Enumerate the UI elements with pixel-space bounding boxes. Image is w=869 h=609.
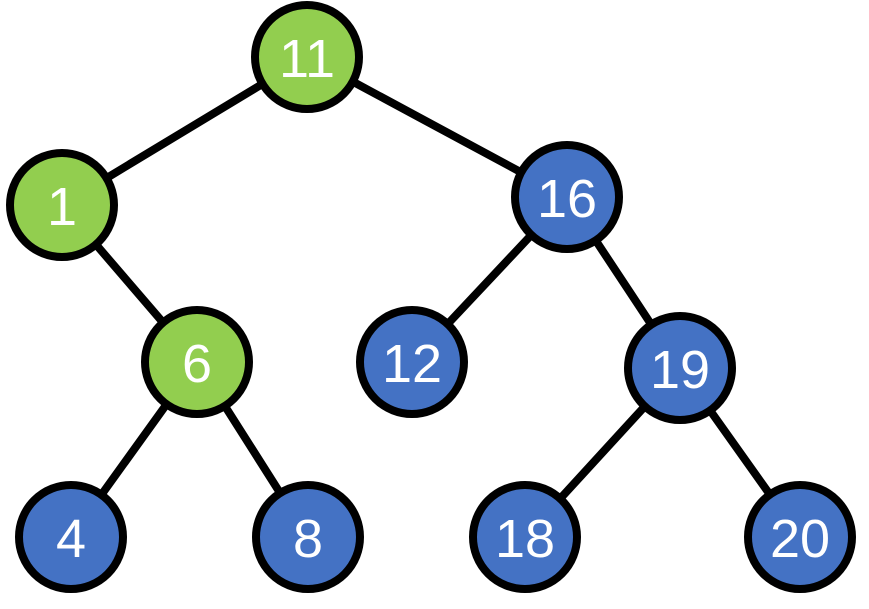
tree-node[interactable]: 12 xyxy=(356,306,468,418)
node-circle[interactable] xyxy=(6,149,118,261)
node-label: 11 xyxy=(279,29,335,89)
node-label: 6 xyxy=(182,334,212,394)
tree-node[interactable]: 1 xyxy=(6,149,118,261)
node-circle[interactable] xyxy=(511,141,623,253)
node-label: 20 xyxy=(770,509,830,569)
node-label: 1 xyxy=(47,177,77,237)
tree-node[interactable]: 16 xyxy=(511,141,623,253)
tree-node[interactable]: 18 xyxy=(469,481,581,593)
node-circle[interactable] xyxy=(251,1,363,113)
tree-node[interactable]: 6 xyxy=(141,306,253,418)
node-label: 16 xyxy=(537,169,597,229)
node-circle[interactable] xyxy=(624,312,736,424)
tree-edge xyxy=(590,234,657,331)
node-circle[interactable] xyxy=(141,306,253,418)
tree-edge xyxy=(704,404,776,501)
node-label: 19 xyxy=(650,340,710,400)
tree-edges-group xyxy=(90,76,776,505)
tree-edge xyxy=(100,78,269,184)
node-label: 8 xyxy=(293,509,323,569)
node-circle[interactable] xyxy=(15,481,127,593)
node-circle[interactable] xyxy=(252,481,364,593)
tree-edge xyxy=(90,238,169,329)
tree-edge xyxy=(347,76,527,178)
tree-node[interactable]: 11 xyxy=(251,1,363,113)
tree-edge xyxy=(442,229,537,330)
node-label: 4 xyxy=(56,509,86,569)
node-circle[interactable] xyxy=(469,481,581,593)
tree-edge xyxy=(219,400,286,499)
tree-edge xyxy=(554,400,651,505)
tree-edge xyxy=(96,398,172,501)
node-label: 12 xyxy=(382,334,442,394)
tree-node[interactable]: 19 xyxy=(624,312,736,424)
node-circle[interactable] xyxy=(356,306,468,418)
node-circle[interactable] xyxy=(744,481,856,593)
tree-node[interactable]: 8 xyxy=(252,481,364,593)
node-label: 18 xyxy=(495,509,555,569)
tree-node[interactable]: 20 xyxy=(744,481,856,593)
tree-node[interactable]: 4 xyxy=(15,481,127,593)
